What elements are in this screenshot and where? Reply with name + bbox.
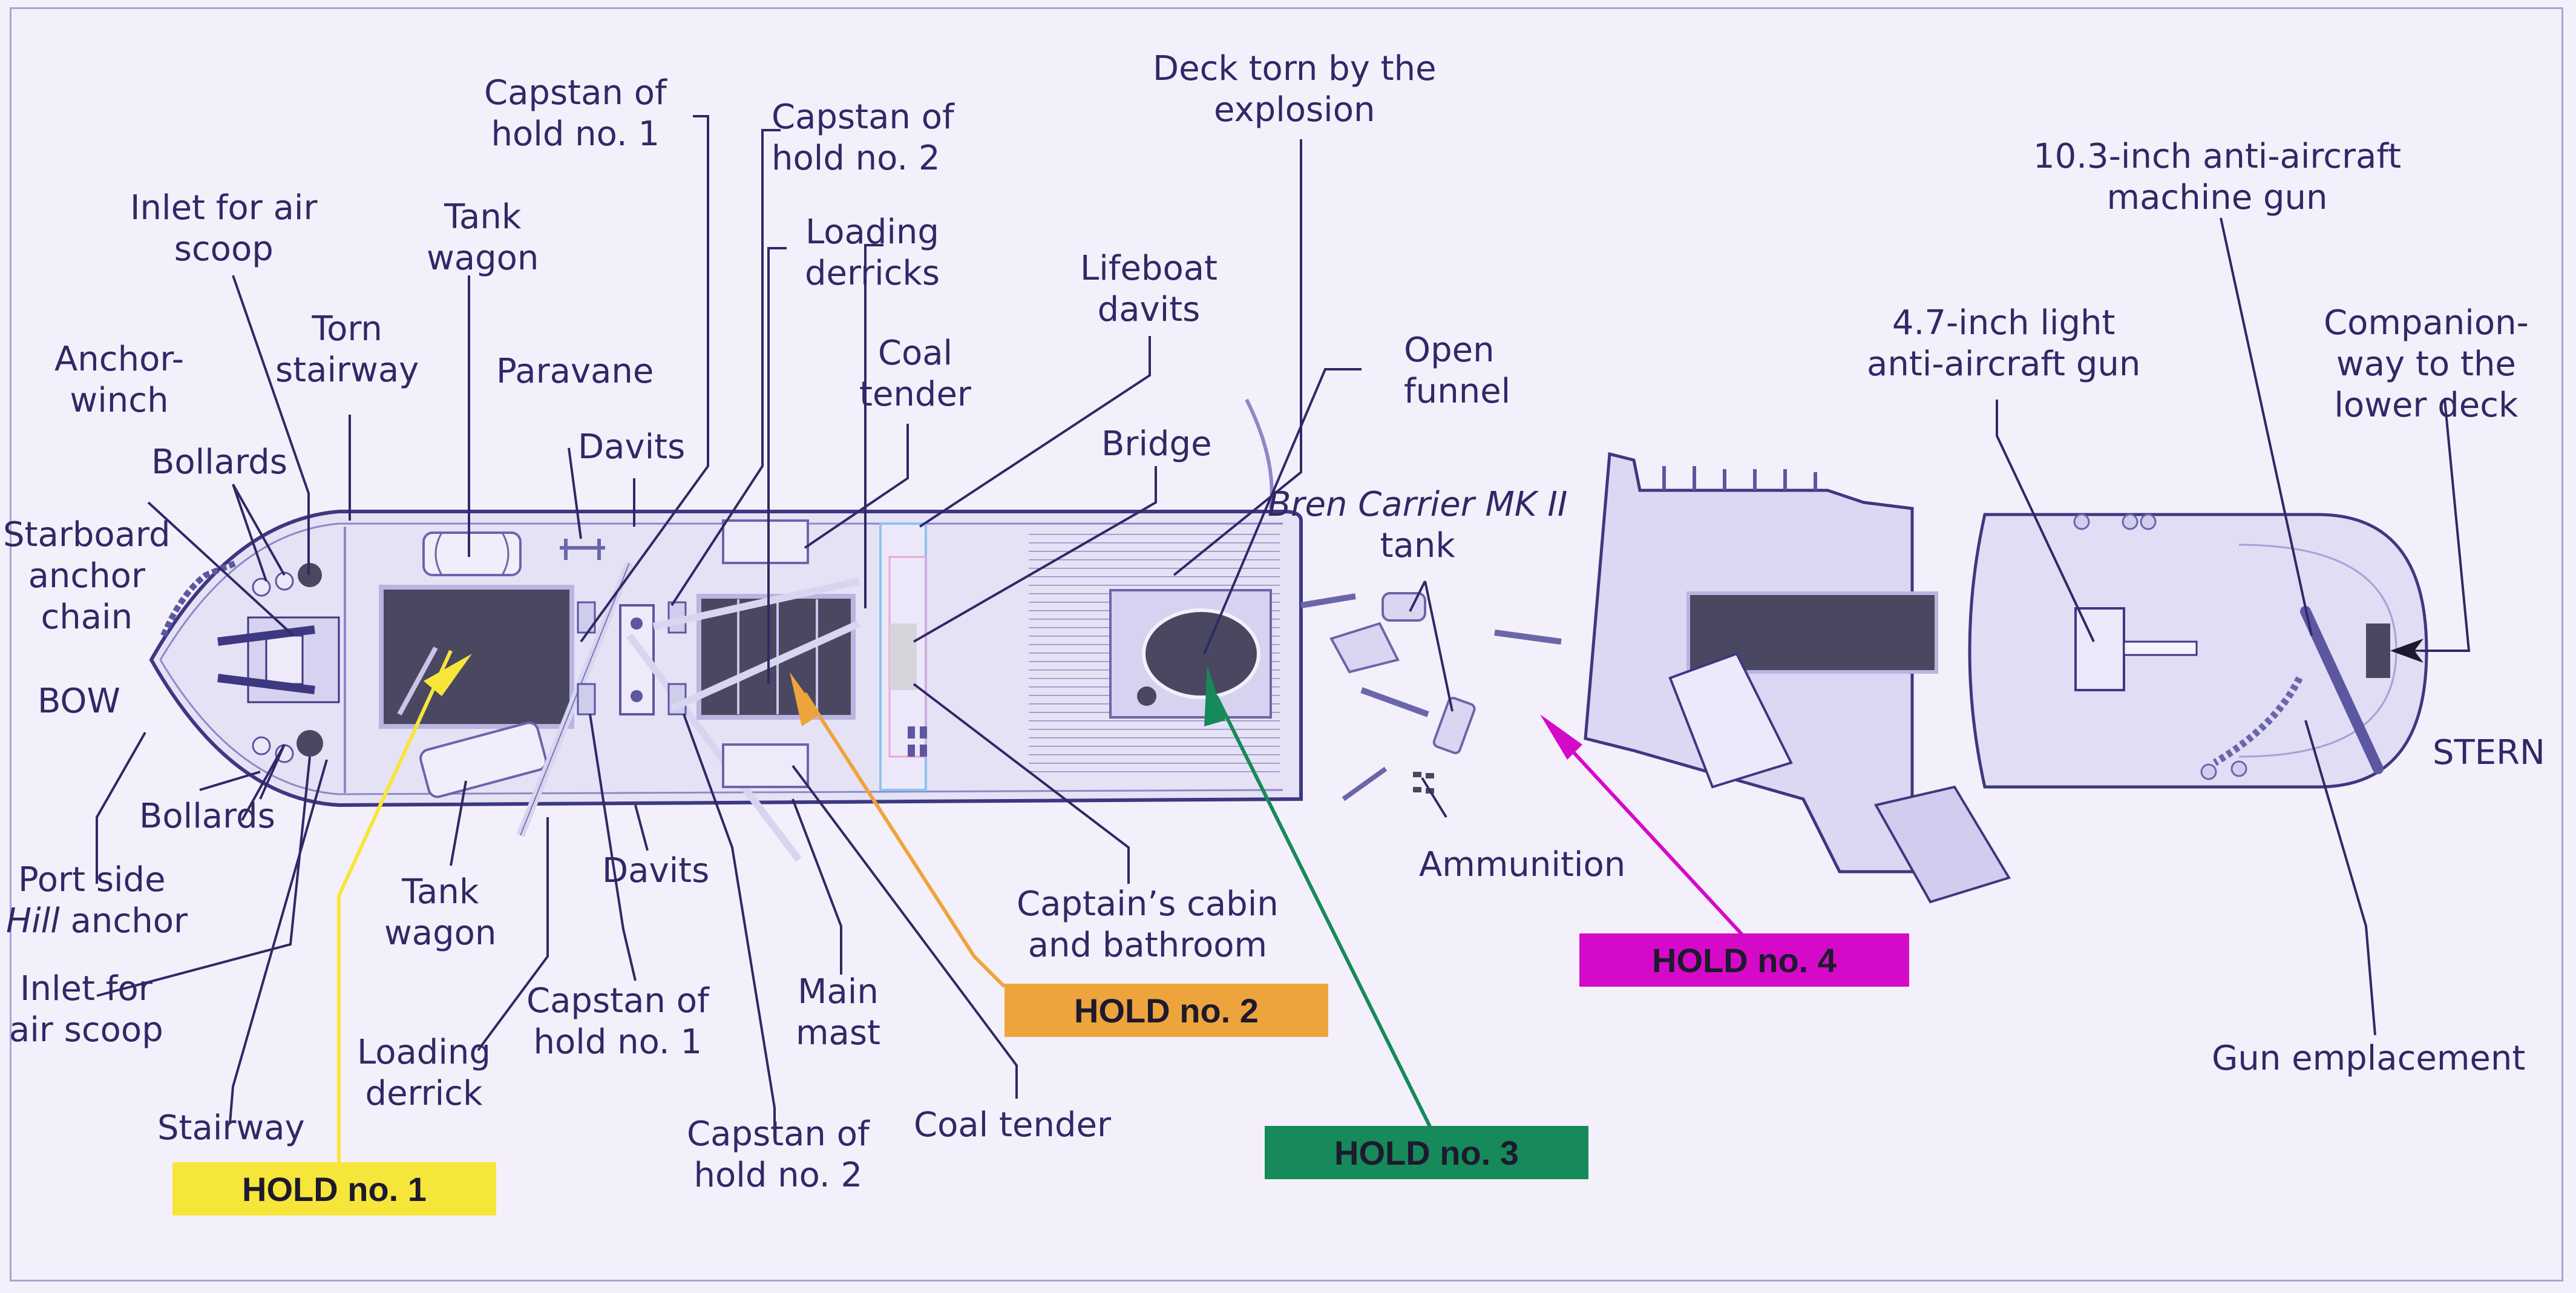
label-coal-tender-bottom: Coal tender [914,1105,1111,1145]
leader-lines [96,115,2471,1138]
captains-cabin [890,623,917,690]
label-anchor-winch: Anchor- winch [54,340,184,420]
label-companionway: Companion- way to the lower deck [2324,303,2529,425]
open-funnel [1142,608,1260,699]
label-tank-wagon-top: Tank wagon [427,197,539,278]
label-inlet-air-scoop-bottom: Inlet for air scoop [9,969,163,1050]
label-bollards-top: Bollards [151,443,287,482]
hold2-hatch [696,594,856,720]
hold4-arrow [1540,714,1745,937]
label-bridge: Bridge [1101,424,1212,464]
label-gun-emplacement: Gun emplacement [2212,1039,2526,1078]
label-loading-derrick: Loading derrick [357,1033,491,1113]
label-main-mast: Main mast [796,972,880,1053]
coal-tender-top [722,519,809,564]
label-capstan-hold1-bottom: Capstan of hold no. 1 [526,981,709,1062]
label-port-side-hill-anchor: Port side Hill anchor [6,860,188,941]
label-light-aa-gun: 4.7-inch light anti-aircraft gun [1867,303,2141,384]
tank-wagon-bottom [419,722,548,798]
aa-machine-gun [2300,606,2384,774]
label-coal-tender-top: Coal tender [859,334,971,414]
label-starboard-anchor-chain: Starboard anchor chain [3,515,171,637]
label-stern: STERN [2433,733,2545,772]
bollards [252,571,294,763]
label-stairway: Stairway [157,1108,305,1148]
label-capstan-hold2-bottom: Capstan of hold no. 2 [687,1114,870,1195]
label-aa-machine-gun: 10.3-inch anti-aircraft machine gun [2033,137,2402,217]
label-deck-torn: Deck torn by the explosion [1153,49,1437,130]
companionway [2366,623,2390,678]
label-bow: BOW [38,682,120,721]
label-captains-cabin: Captain’s cabin and bathroom [1017,884,1279,965]
hold2-arrow [790,672,1006,989]
label-paravane: Paravane [496,352,654,391]
diagram-frame [10,7,2563,1281]
paravane [560,539,605,560]
bren-carrier-tank [1300,592,1562,801]
hold1-hatch [379,585,574,729]
label-davits-bottom: Davits [602,851,710,890]
anchor-winch [217,616,340,703]
coal-tender-bottom [722,743,809,788]
label-ammunition: Ammunition [1419,845,1626,884]
capstans [577,601,687,716]
air-scoop-inlet-bottom [297,730,323,757]
companionway-arrow [2390,639,2424,663]
hold2-tag: HOLD no. 2 [1005,984,1328,1037]
label-lifeboat-davits: Lifeboat davits [1080,249,1218,329]
label-loading-derricks: Loading derricks [805,212,940,293]
label-open-funnel: Open funnel [1404,331,1511,411]
label-inlet-air-scoop-top: Inlet for air scoop [130,188,318,269]
label-capstan-hold2-top: Capstan of hold no. 2 [772,97,954,178]
hold4-tag: HOLD no. 4 [1579,933,1909,987]
hold1-tag: HOLD no. 1 [172,1162,496,1216]
label-tank-wagon-bottom: Tank wagon [384,872,497,953]
anchor-chain [160,560,237,637]
tank-wagon-top [422,531,522,576]
hold1-arrow [337,650,472,1162]
label-davits-top: Davits [578,427,686,467]
hold3-tag: HOLD no. 3 [1265,1126,1588,1179]
label-torn-stairway: Torn stairway [275,309,419,390]
hold3-arrow [1204,666,1433,1130]
label-capstan-hold1-top: Capstan of hold no. 1 [484,73,667,154]
label-bren-carrier: Bren Carrier MK II tank [1268,485,1568,565]
label-bollards-bottom: Bollards [139,797,275,836]
stern-hull [1968,513,2428,789]
